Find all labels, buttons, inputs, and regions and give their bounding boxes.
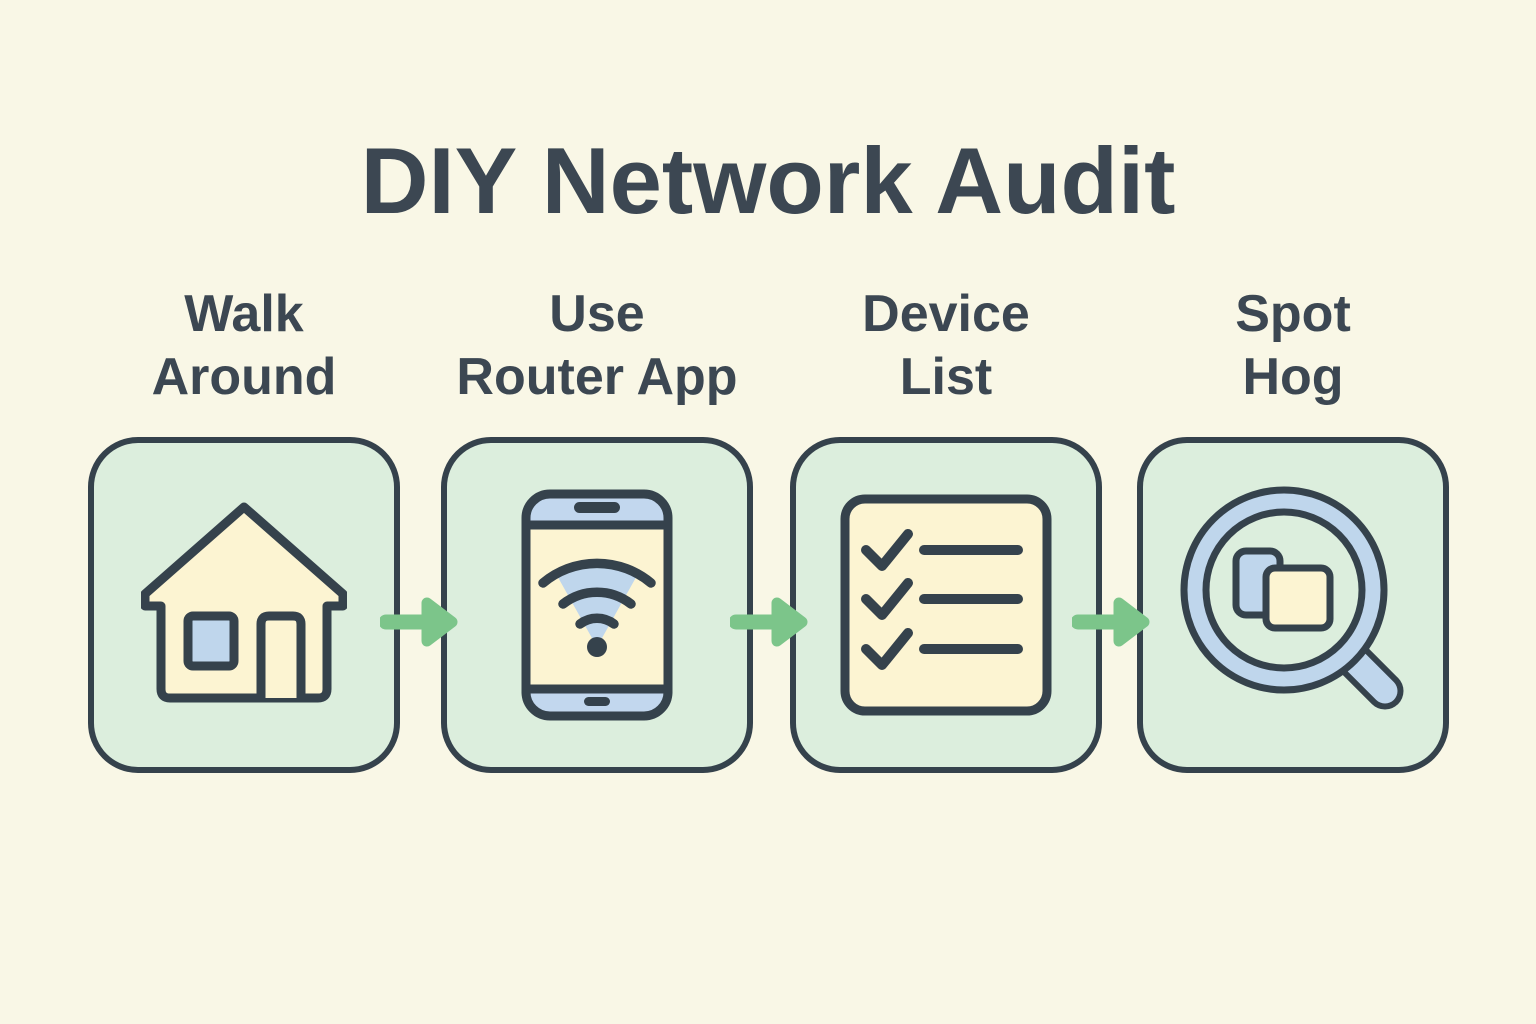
step-label-line: Spot: [1235, 285, 1351, 343]
step-card-device-list: [790, 437, 1102, 773]
step-label-spot-hog: Spot Hog: [1137, 283, 1449, 409]
step-label-line: Router App: [456, 348, 738, 406]
magnifier-yellow-window: [1262, 564, 1334, 632]
step-label-line: List: [899, 348, 993, 406]
arrow-right-icon: [1072, 597, 1150, 647]
arrow-right-icon: [380, 597, 458, 647]
step-card-walk-around: [88, 437, 400, 773]
step-label-line: Walk: [184, 285, 304, 343]
step-card-spot-hog: [1137, 437, 1449, 773]
arrow-right-icon: [730, 597, 808, 647]
house-icon: [141, 502, 347, 703]
step-card-use-router-app: [441, 437, 753, 773]
step-label-line: Device: [862, 285, 1030, 343]
step-label-walk-around: Walk Around: [88, 283, 400, 409]
step-label-line: Around: [151, 348, 337, 406]
step-label-line: Use: [549, 285, 645, 343]
magnifier-icon: [1180, 486, 1404, 710]
step-label-line: Hog: [1242, 348, 1344, 406]
checklist-icon: [840, 494, 1052, 716]
step-label-use-router-app: Use Router App: [441, 283, 753, 409]
step-label-device-list: Device List: [790, 283, 1102, 409]
phone-wifi-icon: [521, 489, 673, 721]
page-title: DIY Network Audit: [360, 127, 1176, 233]
